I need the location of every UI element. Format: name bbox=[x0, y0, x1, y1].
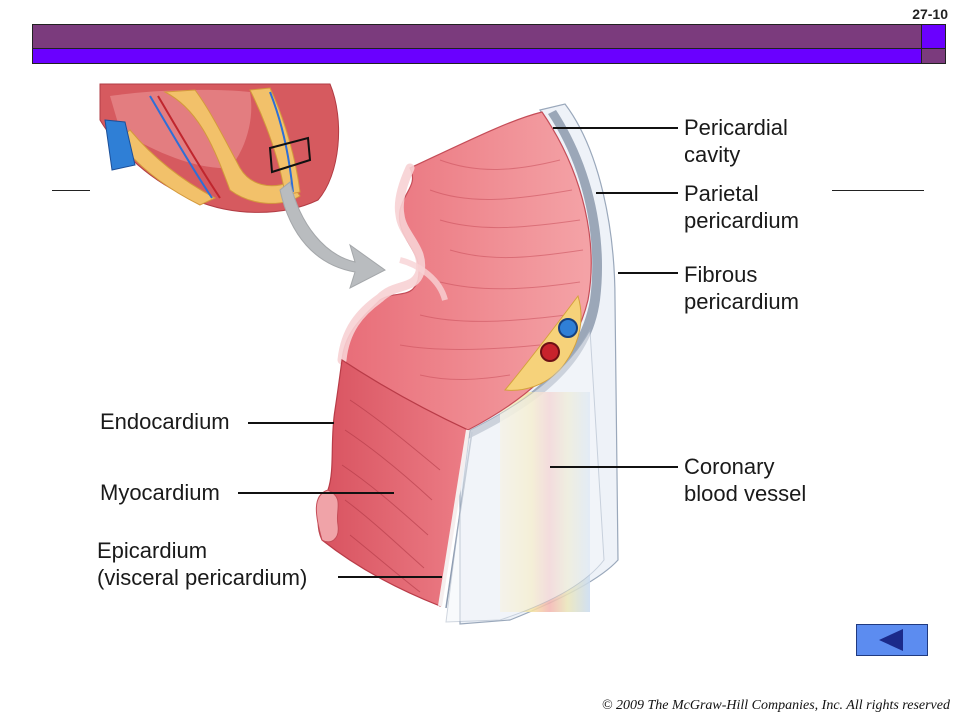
label-pericardial-cavity: Pericardial cavity bbox=[684, 115, 788, 167]
triangle-left-icon bbox=[879, 629, 903, 651]
label-parietal-pericardium: Parietal pericardium bbox=[684, 181, 799, 233]
label-myocardium: Myocardium bbox=[100, 480, 220, 505]
arrow-icon bbox=[279, 181, 386, 289]
label-epicardium: Epicardium (visceral pericardium) bbox=[97, 538, 308, 590]
header-corner-square-bottom bbox=[921, 48, 946, 64]
leader-lines bbox=[238, 127, 678, 578]
label-endocardium: Endocardium bbox=[100, 409, 230, 434]
copyright-notice: © 2009 The McGraw-Hill Companies, Inc. A… bbox=[601, 698, 950, 713]
coronary-artery-icon bbox=[540, 342, 560, 362]
label-coronary-blood-vessel: Coronary blood vessel bbox=[684, 454, 807, 506]
slide-number: 27-10 bbox=[912, 6, 948, 22]
label-fibrous-pericardium: Fibrous pericardium bbox=[684, 262, 799, 314]
coronary-vein-icon bbox=[558, 318, 578, 338]
back-button[interactable] bbox=[856, 624, 928, 656]
divider-left bbox=[52, 190, 90, 191]
heart-inset bbox=[99, 83, 340, 213]
divider-right bbox=[832, 190, 924, 191]
